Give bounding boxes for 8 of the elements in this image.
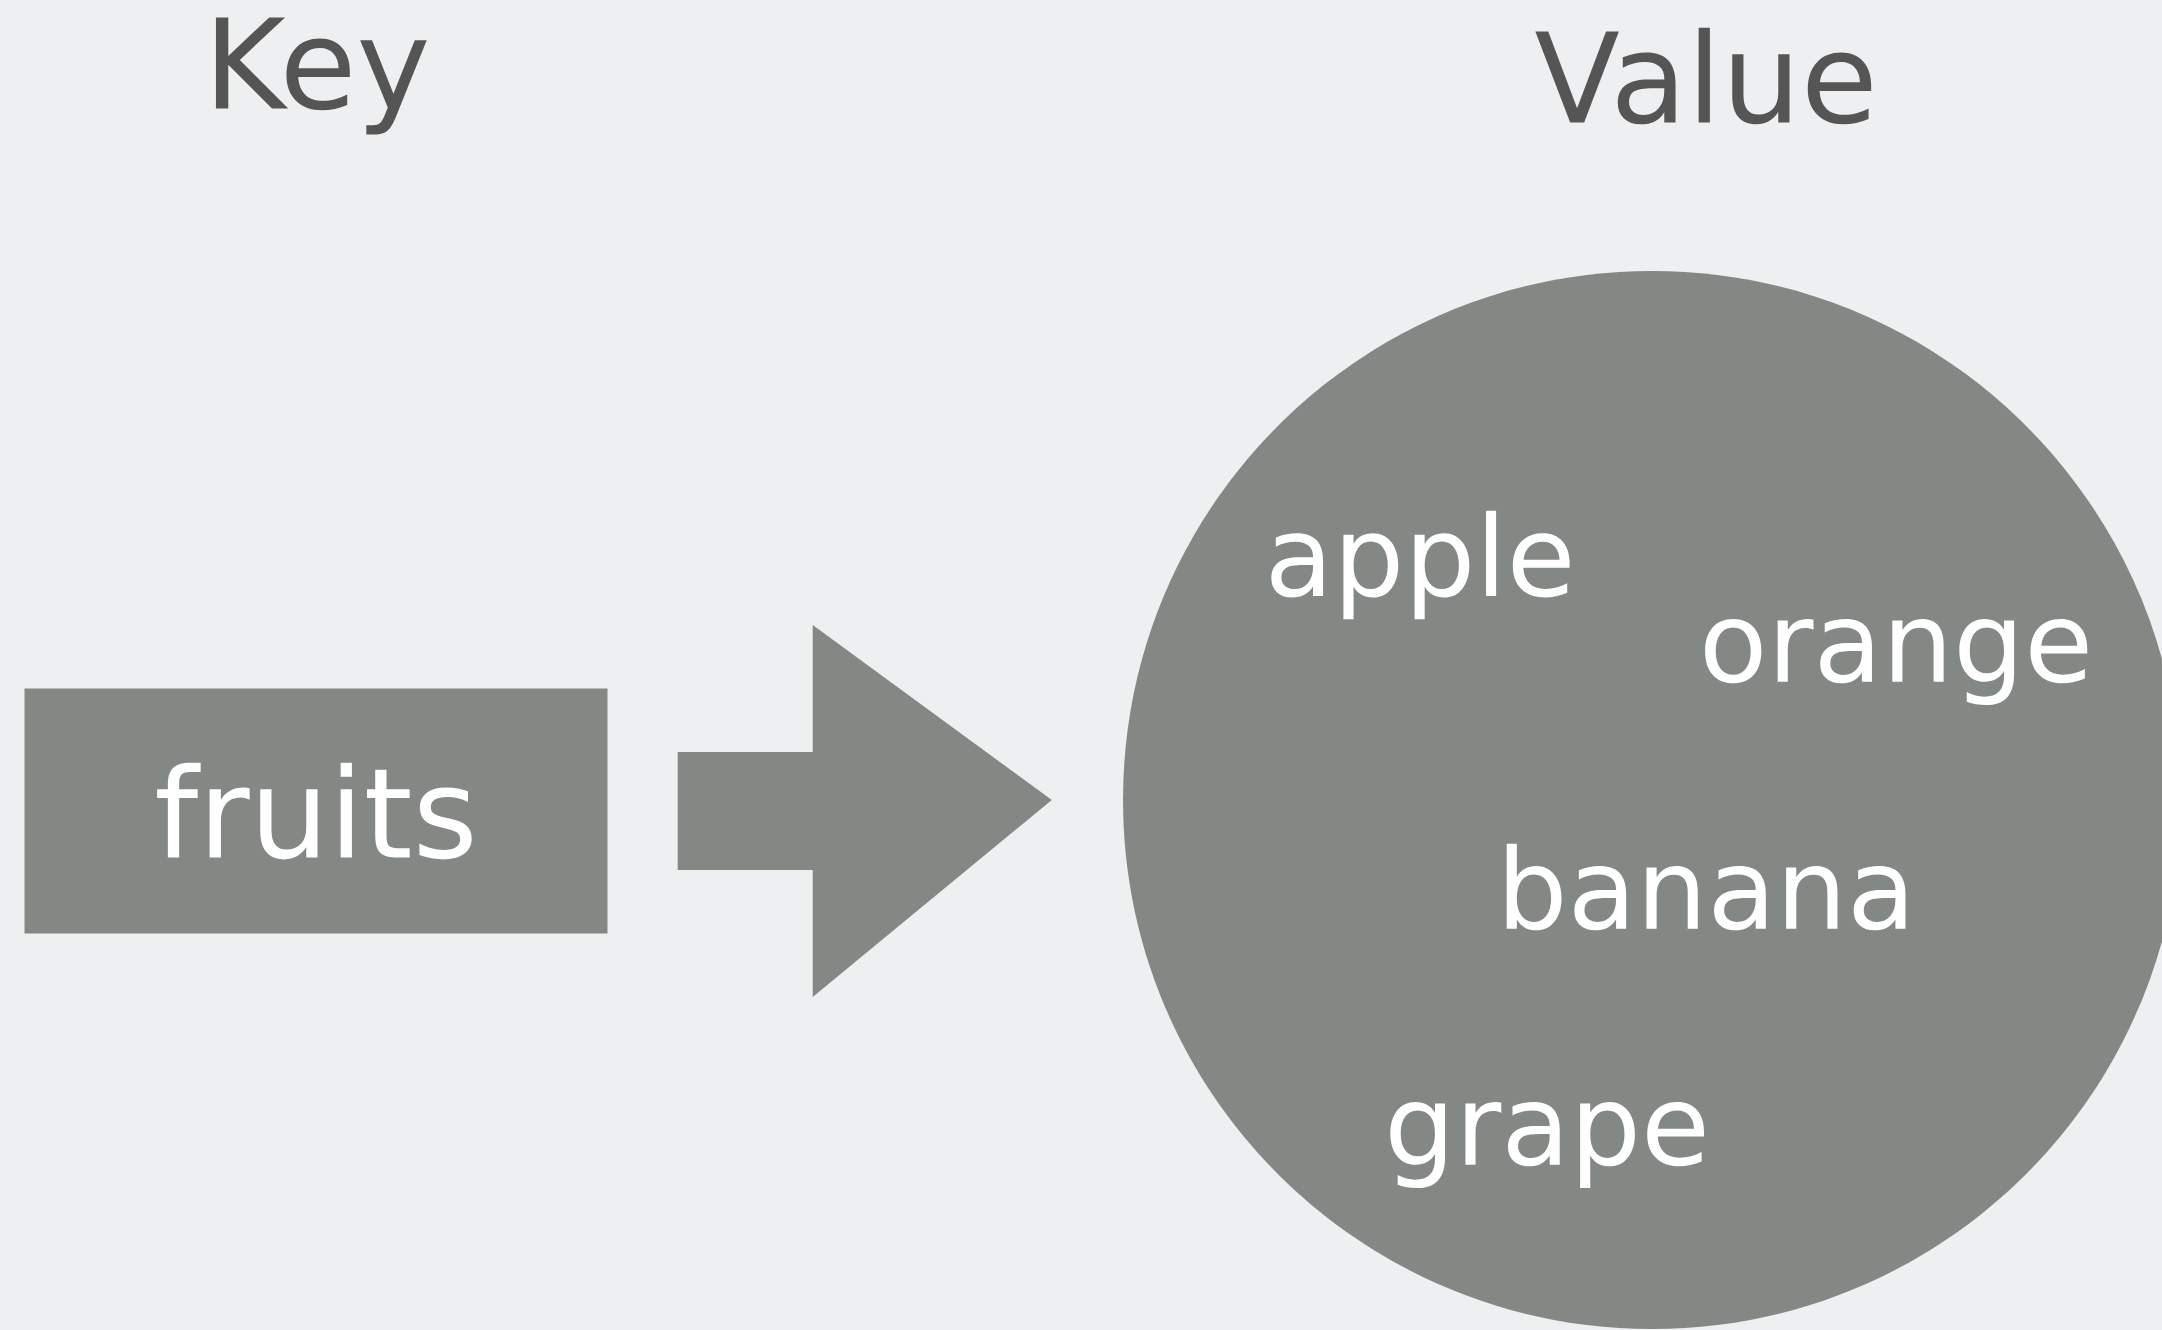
- key-box: fruits: [24, 688, 608, 934]
- value-word: orange: [1705, 619, 2088, 705]
- value-word: grape: [1390, 1102, 1704, 1188]
- column-heading: Key: [215, 17, 427, 135]
- value-word: apple: [1271, 510, 1570, 620]
- block-arrow: [677, 625, 1052, 997]
- column-heading: Value: [1535, 27, 1872, 125]
- value-word: banana: [1506, 843, 1906, 931]
